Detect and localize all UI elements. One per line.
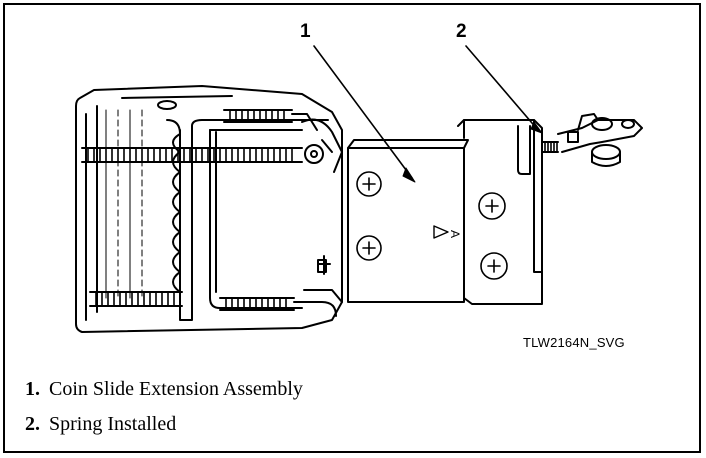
bottom-spring <box>89 289 343 317</box>
right-bracket <box>457 119 543 305</box>
legend-text: Coin Slide Extension Assembly <box>49 378 303 400</box>
figure-frame: 1 2 TLW2164N_SVG 1. Coin Slide Extension … <box>3 3 701 453</box>
callout-2: 2 <box>456 21 467 42</box>
legend-text: Spring Installed <box>49 413 177 435</box>
leader-lines <box>313 45 539 179</box>
spring-clip-assembly <box>517 113 643 175</box>
lower-bracket <box>209 129 303 309</box>
upper-small-spring <box>223 109 318 131</box>
right-end-clips <box>301 118 343 275</box>
legend: 1. Coin Slide Extension Assembly 2. Spring… <box>25 372 303 442</box>
legend-number: 2. <box>25 413 40 435</box>
leader-arrowhead-2 <box>530 121 543 134</box>
slide-mark: A <box>448 229 463 239</box>
top-spring <box>81 144 324 164</box>
legend-item: 2. Spring Installed <box>25 407 303 442</box>
figure-id: TLW2164N_SVG <box>523 335 625 350</box>
serrated-rack <box>166 119 329 321</box>
leader-arrowhead-1 <box>402 167 416 183</box>
legend-number: 1. <box>25 378 40 400</box>
extension-plate <box>347 139 469 303</box>
callout-1: 1 <box>300 21 311 42</box>
coin-slide-illustration <box>75 45 643 333</box>
legend-item: 1. Coin Slide Extension Assembly <box>25 372 303 407</box>
